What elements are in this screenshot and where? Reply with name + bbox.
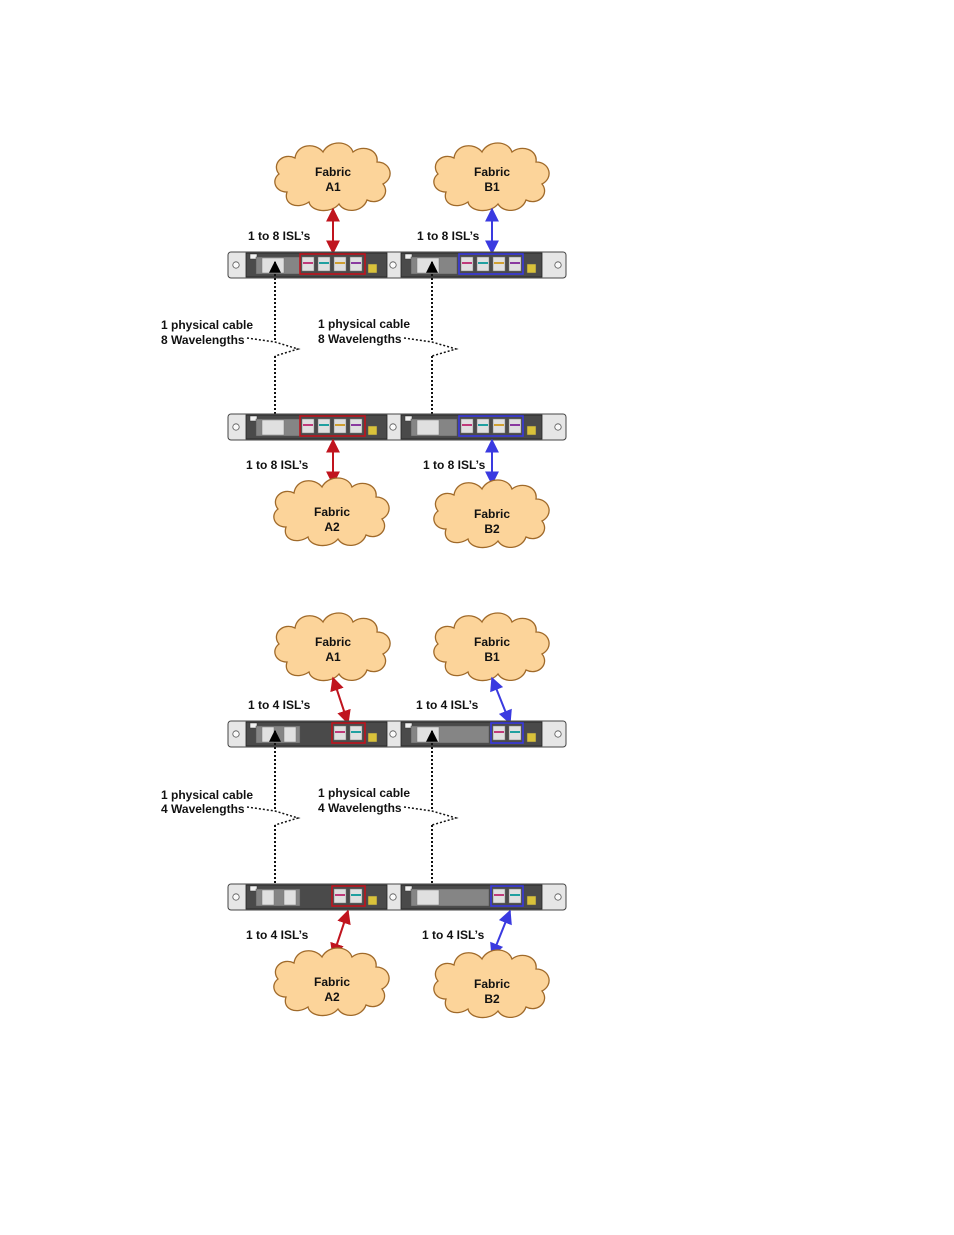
mux-module-b <box>400 884 543 910</box>
isl-label-bottom-right: 1 to 4 ISL’s <box>422 928 485 942</box>
isl-label-bottom-right: 1 to 8 ISL’s <box>423 458 486 472</box>
cable-label-left-line2: 8 Wavelengths <box>161 333 245 347</box>
cable-label-left-line2: 4 Wavelengths <box>161 802 245 816</box>
cloud-label-line1: Fabric <box>474 507 510 521</box>
cloud-label-line1: Fabric <box>315 165 351 179</box>
cloud-label-line1: Fabric <box>315 635 351 649</box>
fiber-cable-left <box>246 260 301 428</box>
mux-module-a <box>245 721 388 747</box>
fiber-cable-left <box>246 729 301 897</box>
dwdm-chassis-bottom <box>227 413 567 441</box>
cable-label-right-line2: 8 Wavelengths <box>318 332 402 346</box>
cloud-label-line2: A1 <box>325 180 341 194</box>
mux-module-a <box>245 414 388 440</box>
cloud-fabric-b2: Fabric B2 <box>433 949 550 1019</box>
diagram-4-wavelength: Fabric A1 Fabric B1 1 to 4 ISL’s 1 to 4 … <box>161 612 567 1019</box>
cloud-fabric-b1: Fabric B1 <box>433 612 550 682</box>
mux-module-b <box>400 252 543 278</box>
isl-label-top-left: 1 to 8 ISL’s <box>248 229 311 243</box>
cable-label-right-line2: 4 Wavelengths <box>318 801 402 815</box>
cloud-fabric-a1: Fabric A1 <box>274 142 391 212</box>
mux-module-b <box>400 721 543 747</box>
diagram-8-wavelength: Fabric A1 Fabric B1 1 to 8 ISL’s 1 to 8 … <box>161 142 567 549</box>
cloud-label-line2: B2 <box>484 992 500 1006</box>
cable-label-left-line1: 1 physical cable <box>161 788 253 802</box>
isl-label-top-right: 1 to 8 ISL’s <box>417 229 480 243</box>
cloud-label-line1: Fabric <box>474 165 510 179</box>
cloud-label-line1: Fabric <box>474 635 510 649</box>
cloud-fabric-b1: Fabric B1 <box>433 142 550 212</box>
cable-label-right-line1: 1 physical cable <box>318 786 410 800</box>
dwdm-chassis-top <box>227 251 567 279</box>
isl-label-bottom-left: 1 to 8 ISL’s <box>246 458 309 472</box>
cloud-label-line2: A2 <box>324 990 340 1004</box>
cloud-label-line2: B1 <box>484 650 500 664</box>
cloud-fabric-a1: Fabric A1 <box>274 612 391 682</box>
cloud-label-line2: B2 <box>484 522 500 536</box>
cloud-fabric-a2: Fabric A2 <box>273 947 390 1017</box>
fiber-cable-right <box>403 729 459 897</box>
cloud-fabric-a2: Fabric A2 <box>273 477 390 547</box>
cloud-label-line1: Fabric <box>474 977 510 991</box>
isl-link-a1 <box>330 676 351 725</box>
isl-link-b1 <box>490 676 512 725</box>
mux-module-a <box>245 252 388 278</box>
fiber-cable-right <box>403 260 459 428</box>
dwdm-chassis-top <box>227 720 567 748</box>
cloud-label-line2: A1 <box>325 650 341 664</box>
mux-module-a <box>245 884 388 910</box>
cloud-label-line1: Fabric <box>314 975 350 989</box>
isl-label-bottom-left: 1 to 4 ISL’s <box>246 928 309 942</box>
dwdm-chassis-bottom <box>227 883 567 911</box>
isl-link-b2 <box>490 909 512 958</box>
cloud-label-line1: Fabric <box>314 505 350 519</box>
isl-label-top-left: 1 to 4 ISL’s <box>248 698 311 712</box>
cloud-label-line2: B1 <box>484 180 500 194</box>
cloud-label-line2: A2 <box>324 520 340 534</box>
cable-label-left-line1: 1 physical cable <box>161 318 253 332</box>
cable-label-right-line1: 1 physical cable <box>318 317 410 331</box>
mux-module-b <box>400 414 543 440</box>
cloud-fabric-b2: Fabric B2 <box>433 479 550 549</box>
isl-label-top-right: 1 to 4 ISL’s <box>416 698 479 712</box>
